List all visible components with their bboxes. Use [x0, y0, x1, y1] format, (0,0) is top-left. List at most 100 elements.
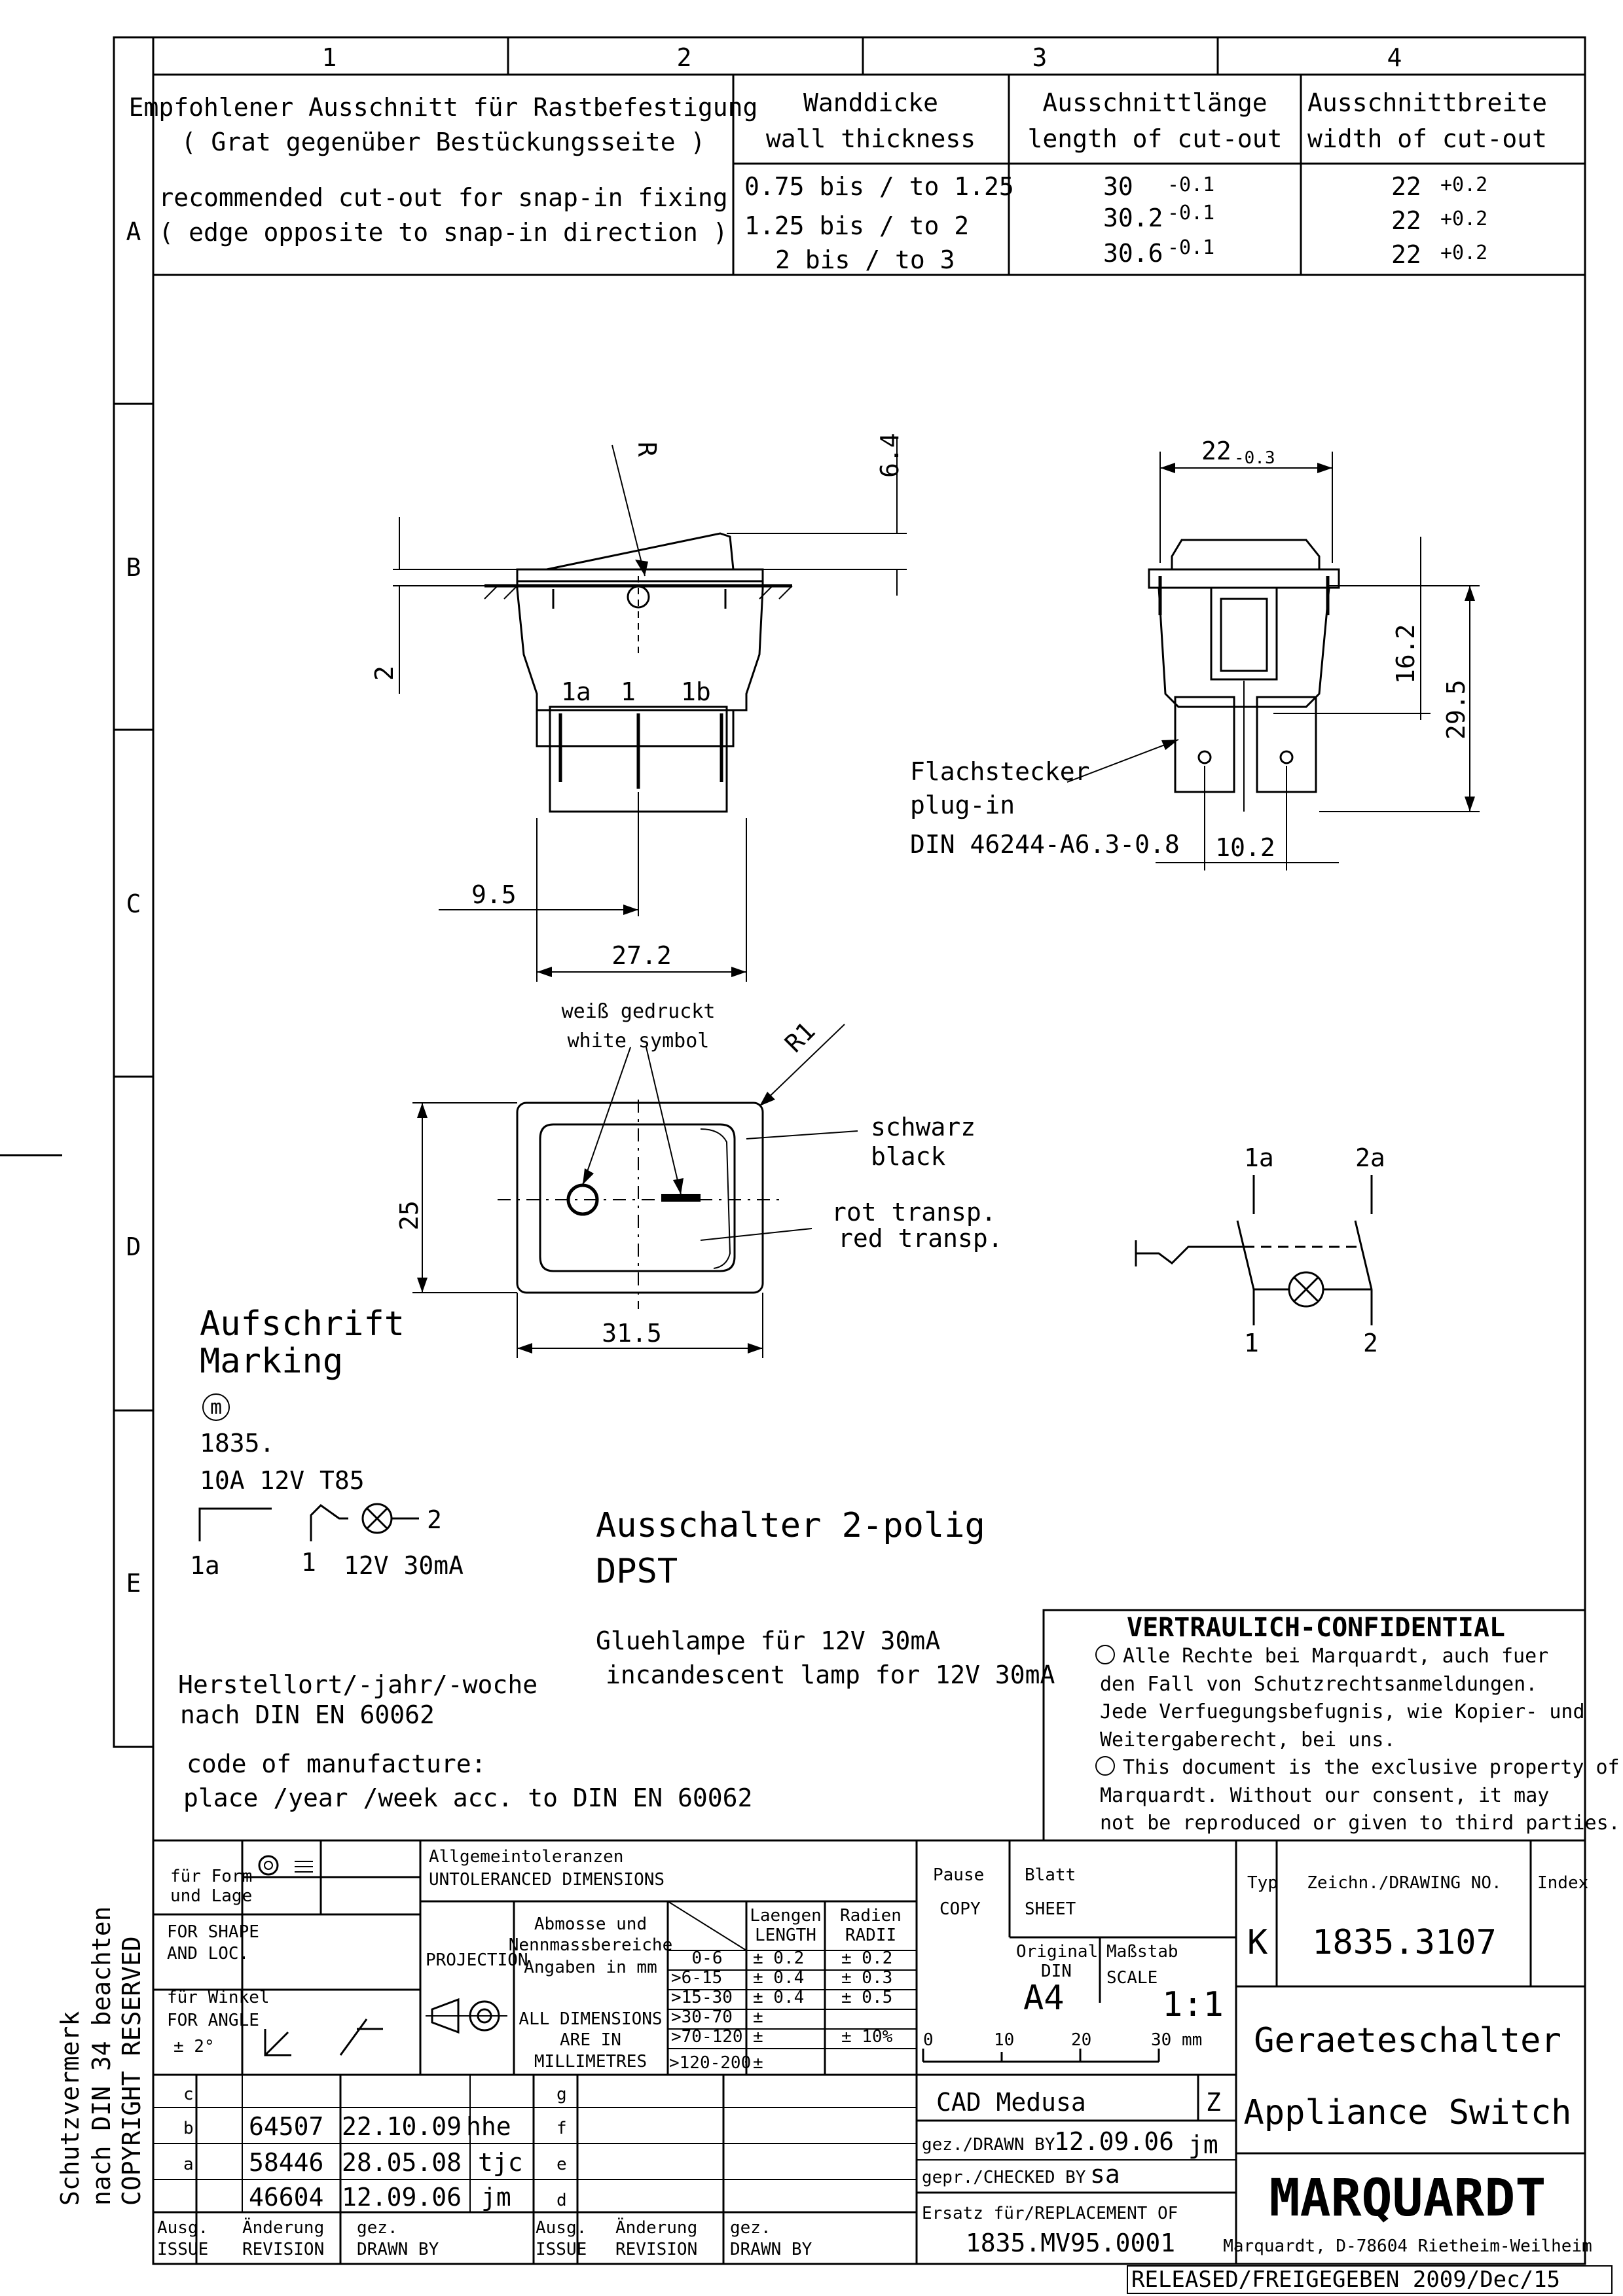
marking-label-1a: 1a — [190, 1551, 220, 1580]
radii-header-en: RADII — [845, 1926, 896, 1945]
typ-value: K — [1247, 1923, 1268, 1962]
rev-issue-a: a — [183, 2155, 194, 2174]
dims-label-en-3: MILLIMETRES — [534, 2052, 647, 2072]
scale-tick-10: 10 — [994, 2030, 1014, 2050]
switch-type-en: DPST — [596, 1552, 678, 1591]
rev-issue-g: g — [556, 2085, 567, 2104]
rev-hdr-drawn-de-2: gez. — [730, 2218, 771, 2238]
tol-range-6: >120-200 — [669, 2053, 751, 2073]
dim-29-5: 29.5 — [1442, 679, 1470, 740]
length-tol-3: -0.1 — [1167, 236, 1214, 259]
length-header-de: Laengen — [750, 1906, 822, 1926]
rev-by-a: tjc — [478, 2148, 523, 2177]
dim-25: 25 — [395, 1200, 424, 1230]
replacement-label: Ersatz für/REPLACEMENT OF — [922, 2204, 1178, 2223]
tol-len-3: ± 0.4 — [753, 1988, 804, 2007]
terminal-2: 2 — [1363, 1329, 1378, 1357]
length-row-2: 30.2 — [1103, 204, 1163, 232]
confidential-line-4: Weitergaberecht, bei uns. — [1100, 1729, 1396, 1751]
marking-title-de: Aufschrift — [200, 1304, 405, 1344]
col-width-de: Ausschnittbreite — [1307, 88, 1547, 117]
tol-label-en: UNTOLERANCED DIMENSIONS — [429, 1870, 665, 1890]
revision-table: c b 64507 22.10.09 hhe a 58446 28.05.08 … — [153, 2073, 917, 2264]
plug-label-en: plug-in — [910, 791, 1015, 819]
shape-label-en-2: AND LOC. — [167, 1944, 249, 1964]
format-value: A4 — [1023, 1979, 1065, 2018]
dim-16-2: 16.2 — [1391, 624, 1420, 684]
angle-label-de: für Winkel — [167, 1988, 270, 2007]
blatt-label: Blatt — [1025, 1865, 1076, 1885]
side-view: R 6.4 2 1a 1 1b 9.5 27.2 — [370, 433, 907, 982]
confidential-line-5: This document is the exclusive property … — [1123, 1756, 1620, 1779]
width-row-1: 22 — [1391, 172, 1421, 201]
scale-tick-0: 0 — [923, 2030, 934, 2050]
rev-hdr-drawn-en-2: DRAWN BY — [730, 2240, 812, 2259]
top-view: weiß gedruckt white symbol R1 schwarz bl… — [395, 1000, 1003, 1358]
zone-row-c: C — [126, 889, 141, 918]
lamp-desc-de: Gluehlampe für 12V 30mA — [596, 1626, 940, 1655]
col-length-en: length of cut-out — [1028, 124, 1283, 153]
black-label-de: schwarz — [871, 1113, 976, 1141]
rev-issue-d: d — [556, 2191, 567, 2210]
marking-label-2: 2 — [427, 1505, 442, 1534]
wall-row-1: 0.75 bis / to 1.25 — [744, 172, 1014, 201]
dim-r: R — [632, 442, 661, 457]
copyright-line-3: COPYRIGHT RESERVED — [117, 1936, 146, 2206]
copyright-icon — [1095, 1645, 1115, 1664]
typ-label: Typ — [1247, 1873, 1278, 1893]
plug-label-de: Flachstecker — [910, 757, 1090, 786]
projection-label: PROJECTION — [426, 1950, 528, 1970]
zone-col-2: 2 — [677, 43, 692, 72]
rev-date-a: 28.05.08 — [342, 2148, 462, 2177]
mfg-code-en-1: code of manufacture: — [187, 1749, 486, 1778]
rev-hdr-drawn-de: gez. — [357, 2218, 398, 2238]
company-address: Marquardt, D-78604 Rietheim-Weilheim — [1223, 2236, 1592, 2256]
rev-hdr-issue-en-2: ISSUE — [536, 2240, 587, 2259]
marking-line-1: 1835. — [200, 1429, 274, 1458]
pause-label: Pause — [933, 1865, 984, 1885]
tol-label-de: Allgemeintoleranzen — [429, 1847, 623, 1867]
sheet-border — [0, 36, 1586, 2265]
scale-label: SCALE — [1106, 1968, 1158, 1988]
cutout-title-en: recommended cut-out for snap-in fixing — [158, 183, 727, 212]
symbol-label-de: weiß gedruckt — [562, 1000, 716, 1023]
scale-tick-30: 30 mm — [1151, 2030, 1202, 2050]
terminal-1: 1 — [1244, 1329, 1259, 1357]
width-tol-3: +0.2 — [1440, 242, 1487, 264]
lamp-desc-en: incandescent lamp for 12V 30mA — [606, 1660, 1055, 1689]
dims-label-en-2: ARE IN — [560, 2030, 621, 2050]
copyright-line-2: nach DIN 34 beachten — [87, 1906, 116, 2206]
tol-rad-2: ± 0.3 — [841, 1968, 892, 1988]
company-logo: MARQUARDT — [1269, 2169, 1546, 2228]
radii-header-de: Radien — [840, 1906, 902, 1926]
circuit-schematic: 1a 2a 1 2 — [1135, 1143, 1385, 1357]
cutout-title-de: Empfohlener Ausschnitt für Rastbefestigu… — [129, 93, 758, 122]
rev-issue-b: b — [183, 2119, 194, 2138]
switch-type-de: Ausschalter 2-polig — [596, 1506, 985, 1545]
dims-label-en-1: ALL DIMENSIONS — [519, 2009, 662, 2029]
length-tol-1: -0.1 — [1167, 173, 1214, 196]
confidential-line-3: Jede Verfuegungsbefugnis, wie Kopier- un… — [1100, 1700, 1585, 1723]
tol-len-5: ± — [753, 2027, 763, 2047]
dims-label-de-3: Angaben in mm — [524, 1958, 657, 1977]
rev-issue-c: c — [183, 2085, 194, 2104]
zone-col-4: 4 — [1387, 43, 1402, 72]
col-wall-en: wall thickness — [766, 124, 976, 153]
part-name-en: Appliance Switch — [1244, 2093, 1572, 2132]
width-tol-2: +0.2 — [1440, 207, 1487, 230]
tol-range-2: >6-15 — [671, 1968, 722, 1988]
tol-range-1: 0-6 — [692, 1948, 723, 1968]
confidential-line-2: den Fall von Schutzrechtsanmeldungen. — [1100, 1673, 1537, 1696]
confidential-title: VERTRAULICH-CONFIDENTIAL — [1127, 1613, 1505, 1643]
sheet-label: SHEET — [1025, 1899, 1076, 1919]
tol-rad-1: ± 0.2 — [841, 1948, 892, 1968]
length-row-1: 30 — [1103, 172, 1133, 201]
part-name-de: Geraeteschalter — [1254, 2021, 1561, 2060]
confidential-line-6: Marquardt. Without our consent, it may — [1100, 1784, 1549, 1807]
title-block: für Form und Lage FOR SHAPE AND LOC. für… — [153, 1839, 1592, 2264]
copyright-icon-2 — [1095, 1756, 1115, 1776]
tol-range-4: >30-70 — [671, 2007, 733, 2027]
description: Ausschalter 2-polig DPST Gluehlampe für … — [178, 1506, 1055, 1812]
tol-len-6: ± — [753, 2053, 763, 2073]
rev-hdr-issue-en: ISSUE — [157, 2240, 208, 2259]
